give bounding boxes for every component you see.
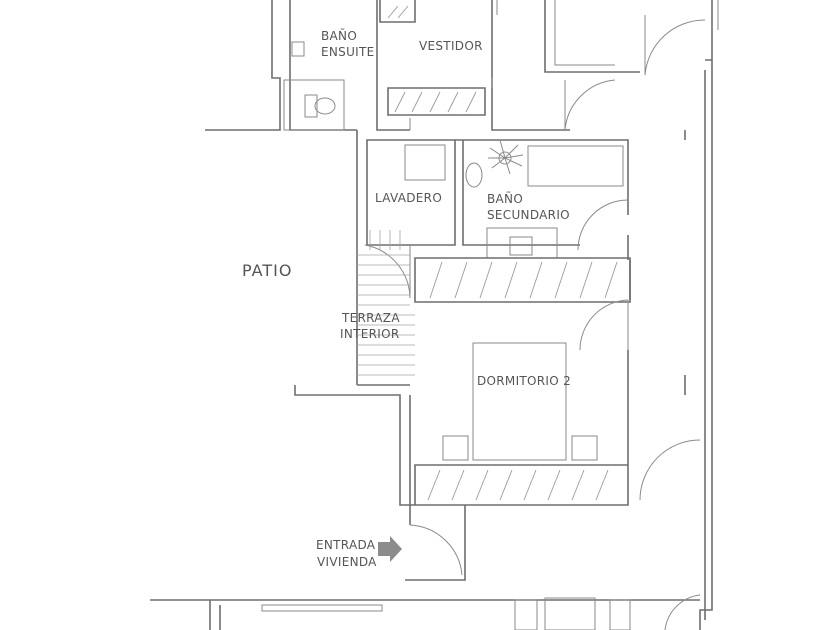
- label-patio: PATIO: [242, 261, 292, 280]
- label-bano-ensuite-line2: ENSUITE: [321, 45, 375, 59]
- service-block: [356, 130, 629, 385]
- label-bano-ensuite-line1: BAÑO: [321, 28, 357, 43]
- exterior-walls: [544, 0, 719, 630]
- label-entrada-vivienda-line2: VIVIENDA: [317, 555, 377, 569]
- label-bano-secundario: BAÑO SECUNDARIO: [487, 191, 570, 222]
- door-swings-top: [564, 15, 706, 131]
- label-vestidor: VESTIDOR: [419, 39, 483, 53]
- patio-entry: [150, 385, 701, 630]
- label-dormitorio-2: DORMITORIO 2: [477, 374, 571, 388]
- label-entrada-vivienda-line1: ENTRADA: [316, 538, 376, 552]
- ensuite-block: [205, 0, 570, 131]
- label-terraza-interior-line2: INTERIOR: [340, 327, 400, 341]
- label-bano-secundario-line2: SECUNDARIO: [487, 208, 570, 222]
- plant-icon: [488, 139, 524, 175]
- label-entrada-vivienda: ENTRADA VIVIENDA: [316, 538, 379, 569]
- label-terraza-interior-line1: TERRAZA: [341, 311, 400, 325]
- label-bano-ensuite: BAÑO ENSUITE: [321, 28, 375, 59]
- label-bano-secundario-line1: BAÑO: [487, 191, 523, 206]
- dormitorio-block: [414, 257, 701, 506]
- entry-arrow-icon: [378, 536, 402, 562]
- label-terraza-interior: TERRAZA INTERIOR: [340, 311, 404, 341]
- label-lavadero: LAVADERO: [375, 191, 442, 205]
- terraza-hatch: [357, 230, 415, 386]
